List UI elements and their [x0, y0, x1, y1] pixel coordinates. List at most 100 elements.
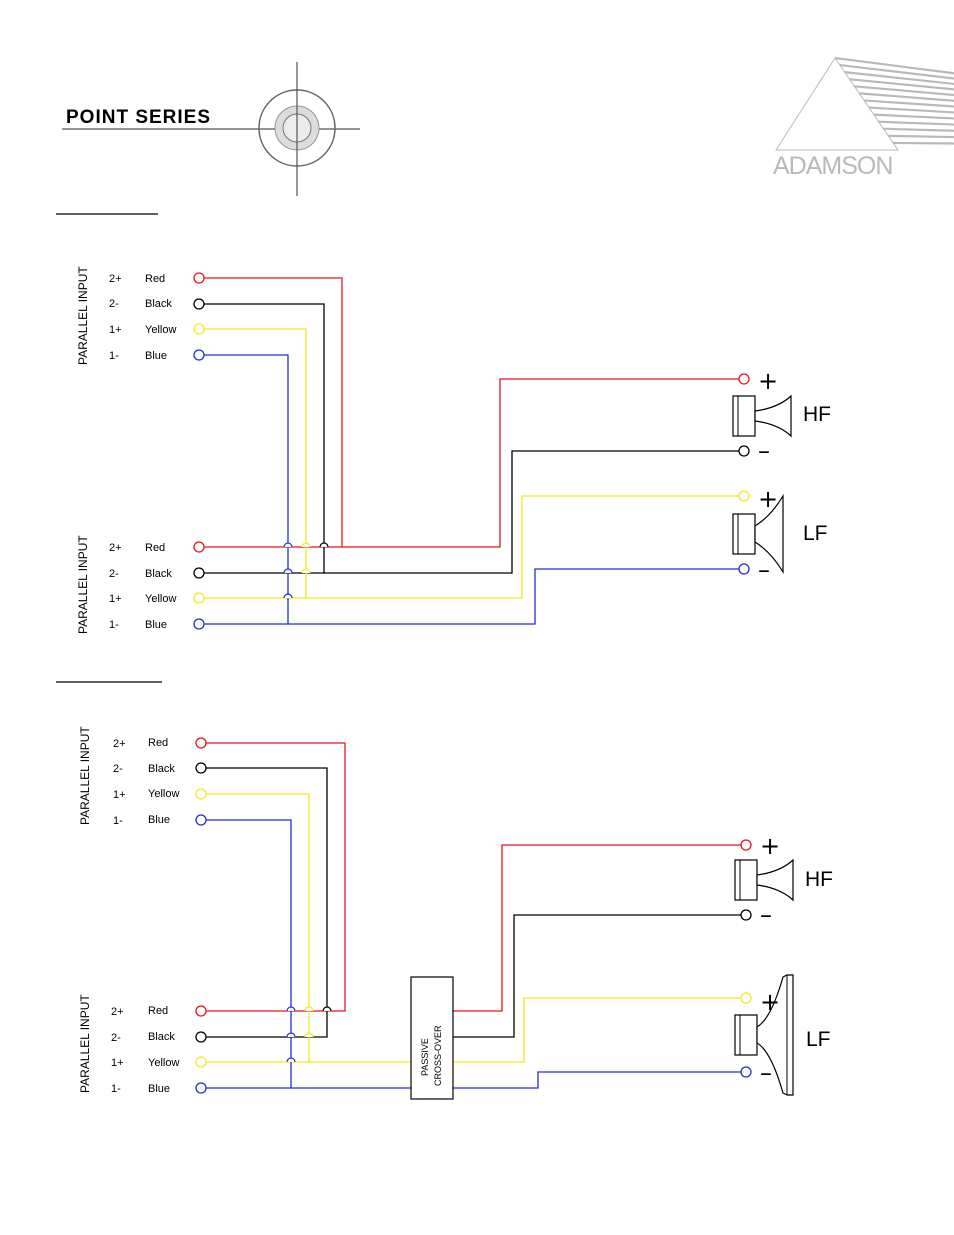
woofer-driver-icon — [734, 974, 794, 1096]
logo-stripe — [883, 127, 954, 132]
red-wire — [201, 742, 346, 1012]
pin-color-name: Black — [145, 298, 172, 310]
passive-crossover: PASSIVE CROSS-OVER — [410, 976, 454, 1100]
blue-wire-to-lf — [288, 568, 744, 625]
pin-number: 1+ — [111, 1057, 124, 1069]
wire-crossover-hop — [286, 1006, 296, 1012]
terminal-icon — [738, 563, 750, 575]
wires — [199, 277, 746, 1089]
black-wire — [201, 767, 328, 1038]
series-title: POINT SERIES — [66, 107, 211, 128]
crossover-box — [410, 976, 454, 1100]
wire-crossover-hop — [286, 1032, 296, 1038]
pin-color-name: Red — [145, 542, 165, 554]
horn-flare — [754, 394, 792, 438]
pin-number: 2- — [113, 763, 123, 775]
brand-name: ADAMSON — [773, 152, 892, 180]
cone-flare — [754, 493, 784, 575]
input-block-2b: PARALLEL INPUT 2+ Red 2- Black 1+ Yellow… — [78, 994, 179, 1095]
terminal-icon — [738, 373, 750, 385]
wire-crossover-hop — [319, 542, 329, 548]
terminal-icon — [195, 788, 207, 800]
black-wire-to-hf — [453, 914, 746, 1038]
terminal-icon — [195, 1005, 207, 1017]
blue-wire — [199, 354, 289, 625]
red-wire — [199, 277, 343, 548]
terminal-icon — [738, 490, 750, 502]
pin-number: 2+ — [109, 542, 122, 554]
pin-color-name: Blue — [148, 814, 170, 826]
input-block-1a: PARALLEL INPUT 2+ Red 2- Black 1+ Yellow… — [76, 266, 176, 365]
minus-sign: – — [758, 556, 770, 584]
red-wire-to-hf — [453, 844, 746, 1012]
terminal-icon — [193, 567, 205, 579]
terminal-icon — [740, 909, 752, 921]
terminal-icon — [193, 349, 205, 361]
terminals — [193, 272, 752, 1094]
terminal-icon — [740, 1066, 752, 1078]
wire-crossover-hop — [322, 1006, 332, 1012]
wire-crossover-hop — [286, 1057, 296, 1063]
wire-crossover-hop — [301, 542, 311, 548]
terminal-icon — [740, 839, 752, 851]
pin-color-name: Yellow — [145, 593, 176, 605]
point-series-header: POINT SERIES — [62, 62, 360, 196]
pin-number: 1- — [111, 1083, 121, 1095]
hf-label: HF — [805, 868, 833, 891]
pin-color-name: Black — [148, 1031, 175, 1043]
wire-crossover-hop — [283, 542, 293, 548]
parallel-input-label: PARALLEL INPUT — [78, 726, 92, 825]
hf-label: HF — [803, 403, 831, 426]
crossover-label-line1: PASSIVE — [420, 1038, 430, 1076]
terminal-icon — [193, 592, 205, 604]
parallel-input-label: PARALLEL INPUT — [76, 266, 90, 365]
pin-color-name: Yellow — [145, 324, 176, 336]
cone-flare — [756, 974, 794, 1096]
pin-number: 1- — [109, 619, 119, 631]
pin-number: 2- — [109, 298, 119, 310]
yellow-wire-to-lf — [453, 997, 746, 1063]
terminal-icon — [195, 1056, 207, 1068]
yellow-wire-to-lf — [306, 495, 744, 599]
woofer-driver-icon — [732, 493, 784, 575]
parallel-input-label: PARALLEL INPUT — [78, 994, 92, 1093]
pin-number: 1+ — [113, 789, 126, 801]
hf-driver-2: + – HF — [734, 832, 833, 929]
input-block-2a: PARALLEL INPUT 2+ Red 2- Black 1+ Yellow… — [78, 726, 179, 827]
terminal-icon — [195, 1031, 207, 1043]
blue-wire-to-lf — [453, 1071, 746, 1089]
plus-sign: + — [760, 988, 780, 1016]
lf-driver-2: + – LF — [734, 974, 831, 1096]
pin-number: 1+ — [109, 593, 122, 605]
wire-crossover-hop — [283, 593, 293, 599]
pin-number: 2+ — [111, 1006, 124, 1018]
input-block-1b: PARALLEL INPUT 2+ Red 2- Black 1+ Yellow… — [76, 535, 176, 634]
minus-sign: – — [760, 1059, 772, 1087]
driver-body — [732, 395, 756, 437]
logo-triangle-icon — [775, 56, 954, 151]
pin-number: 2+ — [109, 273, 122, 285]
lf-driver-1: + – LF — [732, 485, 828, 584]
pin-color-name: Blue — [148, 1083, 170, 1095]
pin-number: 1+ — [109, 324, 122, 336]
pin-number: 2- — [109, 568, 119, 580]
wire-crossover-hop — [301, 568, 311, 574]
wire-crossover-hop — [304, 1006, 314, 1012]
pin-color-name: Red — [148, 1005, 168, 1017]
yellow-wire — [199, 328, 307, 599]
terminal-icon — [195, 814, 207, 826]
panel-1: PARALLEL INPUT 2+ Red 2- Black 1+ Yellow… — [76, 266, 831, 634]
terminal-icon — [193, 541, 205, 553]
driver-body — [734, 1014, 758, 1056]
blue-wire — [201, 819, 292, 1089]
lf-label: LF — [806, 1028, 831, 1051]
wire-crossover-hop — [283, 568, 293, 574]
pin-color-name: Yellow — [148, 1057, 179, 1069]
pin-number: 2- — [111, 1032, 121, 1044]
crossover-label-line2: CROSS-OVER — [433, 1025, 443, 1086]
yellow-wire — [201, 793, 310, 1063]
pin-color-name: Yellow — [148, 788, 179, 800]
plus-sign: + — [758, 367, 778, 395]
plus-sign: + — [760, 832, 780, 860]
terminal-icon — [740, 992, 752, 1004]
